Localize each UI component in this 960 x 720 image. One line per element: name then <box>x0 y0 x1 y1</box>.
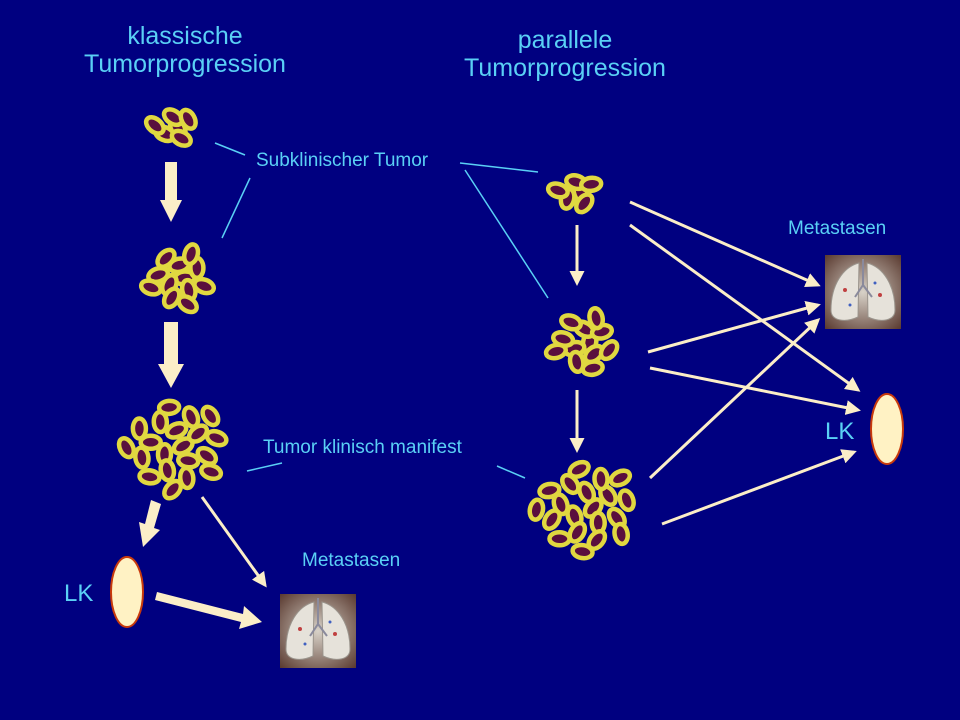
tumor-clusters <box>116 107 636 561</box>
tumor-cell <box>164 421 189 440</box>
tumor-cell <box>547 530 572 548</box>
tumor-cell <box>598 339 620 362</box>
thick-arrow-down <box>158 322 184 388</box>
tumor-cell <box>545 181 570 200</box>
tumor-cell <box>543 342 568 361</box>
tumor-cell-cluster <box>116 398 229 501</box>
arrow <box>629 200 821 288</box>
pointer-line <box>459 162 539 173</box>
tumor-cell <box>158 458 177 483</box>
tumor-cell <box>608 468 633 488</box>
tumor-cell <box>137 467 162 486</box>
thick-arrow-diagonal <box>139 500 161 547</box>
tumor-cell <box>577 480 597 505</box>
label-pointer-lines <box>214 142 549 479</box>
tumor-cell <box>580 359 605 378</box>
tumor-cell <box>587 306 606 331</box>
tumor-cell <box>570 542 595 561</box>
pointer-line <box>214 142 246 156</box>
tumor-cell <box>567 459 591 479</box>
tumor-cell <box>181 242 201 267</box>
tumor-cell <box>178 107 198 131</box>
tumor-cell <box>560 472 581 496</box>
tumor-cell <box>155 247 177 269</box>
pointer-line <box>221 177 251 239</box>
spread-arrows <box>200 200 861 588</box>
heading-parallel-line1: parallele <box>517 26 613 54</box>
label-lymph-node-right: LK <box>825 418 855 445</box>
tumor-cell <box>176 294 199 315</box>
arrow <box>200 496 267 588</box>
tumor-cell <box>199 462 224 482</box>
label-clinical-tumor: Tumor klinisch manifest <box>263 437 462 458</box>
tumor-cell <box>537 481 562 500</box>
tumor-cell <box>138 433 163 452</box>
pointer-line <box>496 465 526 479</box>
tumor-cell <box>146 265 171 285</box>
label-subclinical-tumor: Subklinischer Tumor <box>256 150 429 171</box>
arrow <box>629 223 861 392</box>
tumor-cell <box>541 508 562 531</box>
tumor-cell <box>195 445 219 466</box>
arrow <box>649 366 861 415</box>
heading-classic: klassische Tumorprogression <box>60 22 310 78</box>
label-metastases-left: Metastasen <box>302 550 401 571</box>
tumor-cell-cluster <box>527 459 636 561</box>
pointer-line <box>246 462 283 472</box>
arrow <box>661 449 857 526</box>
thick-arrow-to-lung <box>155 592 262 629</box>
tumor-cell <box>559 313 583 332</box>
tumor-cell <box>181 405 201 429</box>
heading-classic-line2: Tumorprogression <box>84 50 286 78</box>
lymph-node-icon <box>870 393 904 465</box>
heading-parallel-line2: Tumorprogression <box>464 54 666 82</box>
tumor-cell <box>204 428 229 448</box>
arrow <box>647 300 821 354</box>
pointer-line <box>464 169 549 299</box>
tumor-cell <box>116 436 137 460</box>
tumor-cell <box>527 497 546 522</box>
tumor-cell-cluster <box>543 306 620 378</box>
label-metastases-right: Metastasen <box>788 218 887 239</box>
tumor-cell-cluster <box>138 242 217 315</box>
thick-arrow-down <box>160 162 182 222</box>
tumor-cell-cluster <box>545 173 604 215</box>
heading-classic-line1: klassische <box>127 22 243 50</box>
tumor-cell <box>138 278 163 297</box>
tumor-cell <box>162 478 184 501</box>
tumor-cell <box>133 445 151 470</box>
tumor-cell <box>143 115 166 136</box>
lung-icon <box>825 255 901 329</box>
label-lymph-node-left: LK <box>64 580 94 607</box>
tumor-cell <box>567 349 586 375</box>
arrow <box>648 317 821 480</box>
tumor-cell <box>574 192 595 215</box>
tumor-cell <box>130 416 149 441</box>
lymph-node-icon <box>110 556 144 628</box>
tumor-cell <box>156 398 182 417</box>
tumor-cell-cluster <box>143 107 198 148</box>
tumor-cell <box>592 466 610 492</box>
tumor-cell <box>617 488 636 513</box>
heading-parallel: parallele Tumorprogression <box>440 26 690 82</box>
tumor-cell <box>578 175 604 194</box>
tumor-cell <box>567 520 588 544</box>
classic-thick-arrows <box>139 162 262 629</box>
tumor-cell <box>612 521 630 547</box>
tumor-cell <box>200 404 221 428</box>
tumor-cell <box>169 128 193 148</box>
lung-icon <box>280 594 356 668</box>
tumor-cell <box>178 465 196 491</box>
tumor-cell <box>192 276 217 296</box>
